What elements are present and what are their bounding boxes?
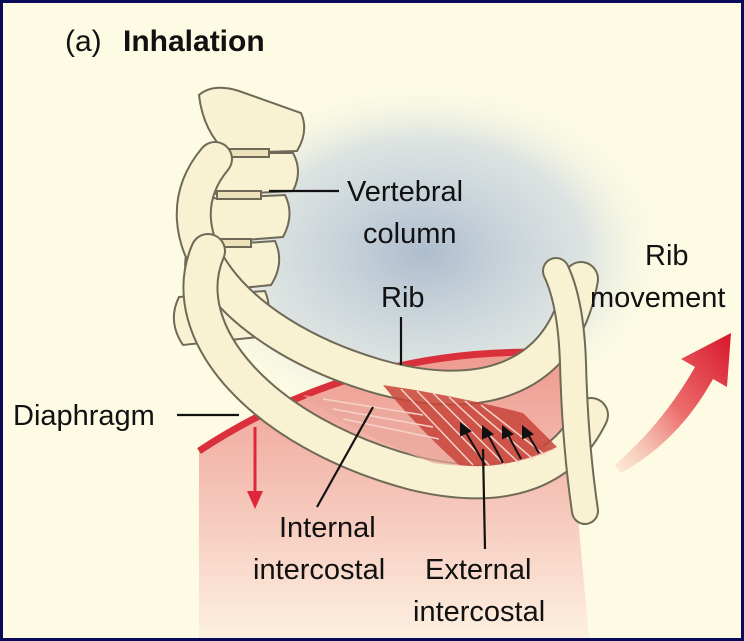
vertebral-column-label-2: column [363, 218, 457, 250]
vertebral-column-label-1: Vertebral [347, 176, 463, 208]
rib-label: Rib [381, 282, 425, 314]
rib-movement-label-1: Rib [645, 240, 689, 272]
external-intercostal-label-1: External [425, 554, 531, 586]
internal-intercostal-label-2: intercostal [253, 554, 385, 586]
internal-intercostal-label-1: Internal [279, 512, 376, 544]
figure-title: Inhalation [123, 25, 265, 58]
rib-movement-arrow [615, 333, 731, 473]
inhalation-diagram: (a) Inhalation Vertebral column Rib Rib … [3, 3, 741, 638]
external-intercostal-label-2: intercostal [413, 596, 545, 628]
diaphragm-label: Diaphragm [13, 400, 155, 432]
figure-part-label: (a) [65, 25, 102, 58]
rib-movement-label-2: movement [590, 282, 725, 314]
